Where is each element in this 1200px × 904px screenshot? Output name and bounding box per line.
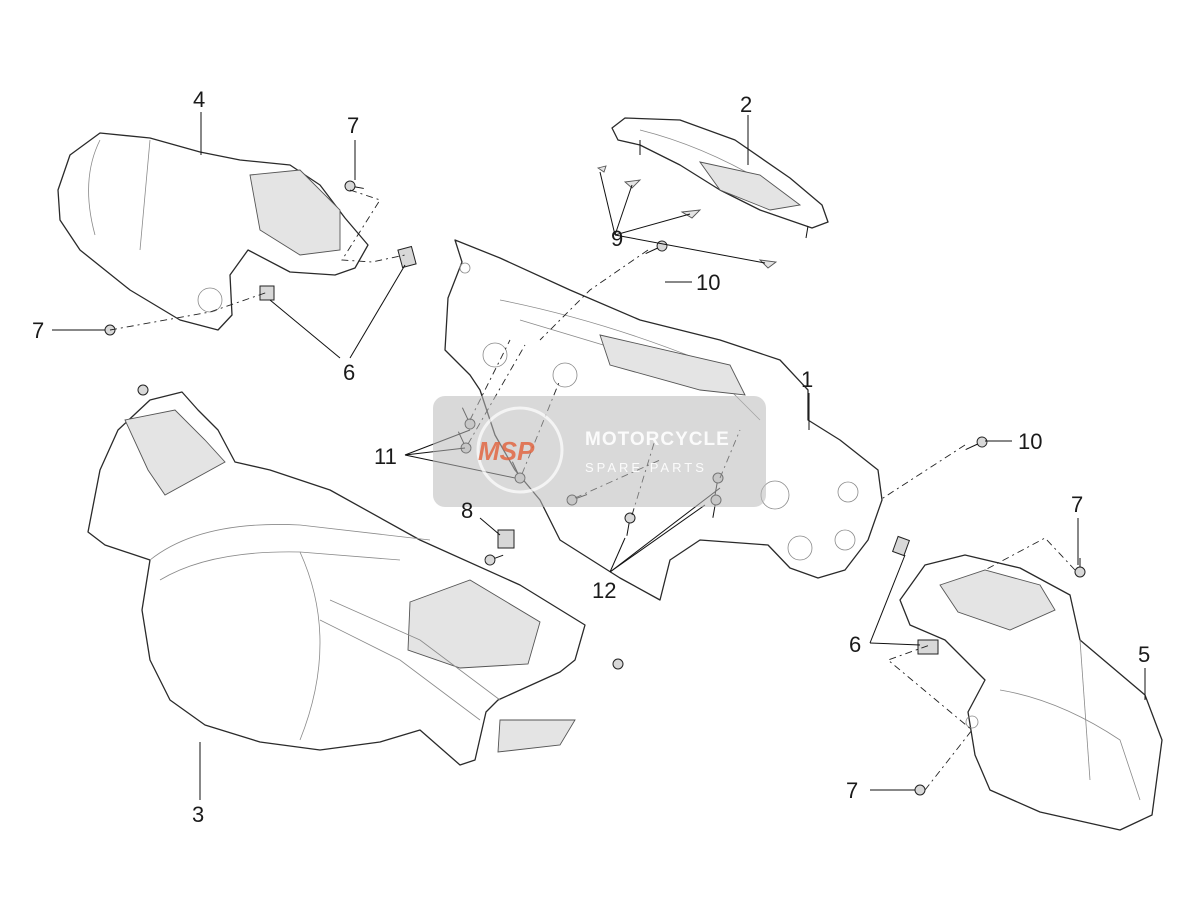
part-front-handlebar-cover [87, 384, 624, 766]
callout-label: 5 [1138, 642, 1150, 667]
leader-lines [52, 112, 1146, 800]
watermark: MSP MOTORCYCLE SPARE PARTS [433, 396, 766, 507]
watermark-subtitle: SPARE PARTS [585, 460, 707, 475]
callout-label: 3 [192, 802, 204, 827]
watermark-logo-ring [476, 406, 564, 494]
watermark-title: MOTORCYCLE [585, 429, 730, 450]
callout-label: 6 [849, 632, 861, 657]
callout-label: 1 [801, 367, 813, 392]
callout-labels: 1 2 3 4 5 6 6 7 7 7 7 8 9 10 10 11 12 [32, 87, 1150, 827]
watermark-box [433, 396, 766, 507]
part-left-hand-guard [57, 132, 369, 331]
callout-label: 7 [32, 318, 44, 343]
callout-label: 7 [347, 113, 359, 138]
callout-label: 11 [374, 444, 397, 469]
callout-label: 12 [592, 578, 616, 603]
watermark-logo: MSP [478, 436, 535, 466]
callout-label: 10 [1018, 429, 1042, 454]
callout-label: 7 [846, 778, 858, 803]
callout-label: 8 [461, 498, 473, 523]
callout-label: 9 [611, 226, 623, 251]
callout-label: 6 [343, 360, 355, 385]
callout-label: 4 [193, 87, 205, 112]
part-right-hand-guard [899, 554, 1163, 831]
part-clip-nuts [259, 245, 939, 655]
callout-label: 2 [740, 92, 752, 117]
callout-label: 7 [1071, 492, 1083, 517]
part-instrument-top-cover [611, 117, 829, 239]
callout-label: 10 [696, 270, 720, 295]
